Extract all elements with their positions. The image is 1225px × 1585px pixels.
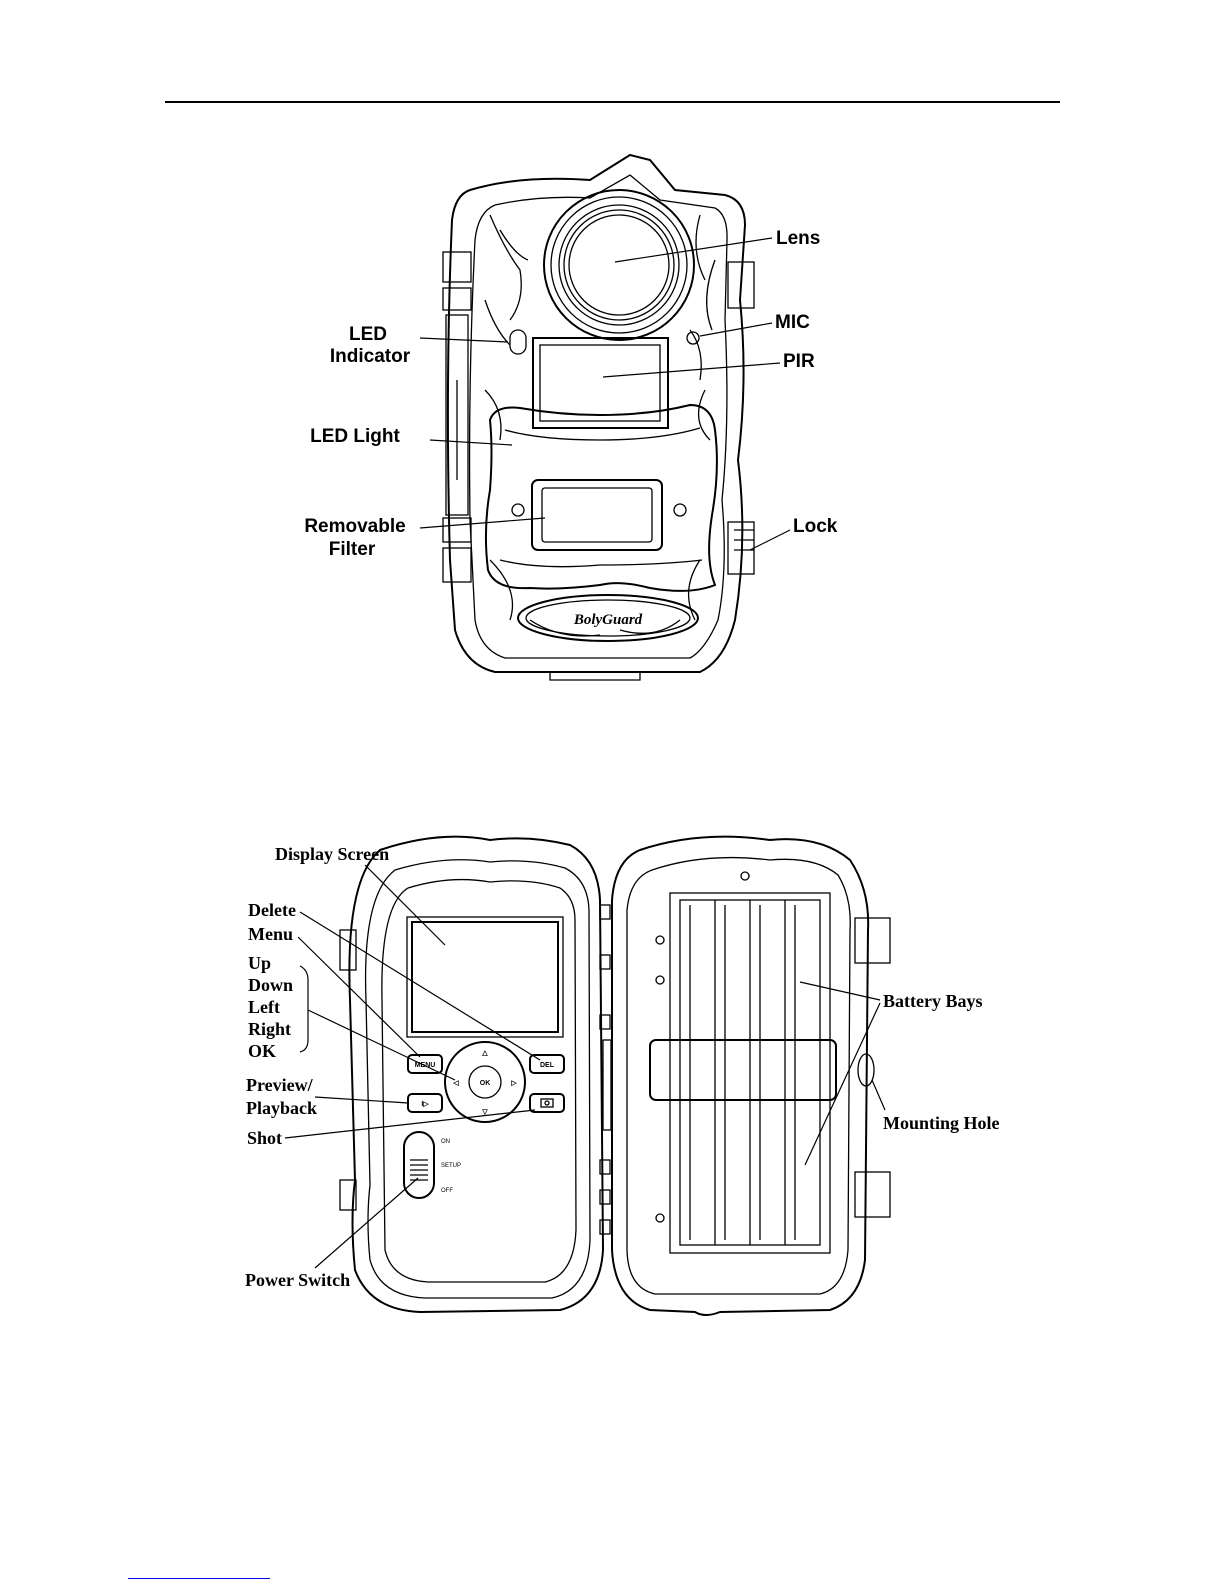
display-screen (407, 917, 563, 1037)
svg-text:DEL: DEL (540, 1062, 555, 1069)
label-left: Left (248, 997, 280, 1017)
body-clip-top (855, 918, 890, 963)
label-right: Right (248, 1019, 291, 1039)
label-mic: MIC (775, 312, 810, 333)
label-removable-filter-2: Filter (329, 539, 376, 560)
door-outline (349, 837, 603, 1312)
open-view: OK △ ▽ ◁ ▷ MENU DEL I▷ (245, 837, 1000, 1315)
label-led-indicator-2: Indicator (330, 346, 411, 367)
woodgrain-pattern (485, 215, 715, 636)
lens (544, 190, 694, 340)
removable-filter (512, 480, 686, 550)
footnote-link-underline[interactable] (128, 1578, 270, 1579)
label-preview-2: Playback (246, 1098, 317, 1118)
label-led-light: LED Light (310, 426, 400, 447)
door-inner-outline (366, 860, 590, 1298)
label-shot: Shot (247, 1128, 282, 1148)
label-power-switch: Power Switch (245, 1270, 350, 1290)
label-led-indicator-1: LED (349, 324, 387, 345)
label-menu: Menu (248, 924, 293, 944)
led-indicator (510, 330, 526, 354)
playback-button: I▷ (408, 1094, 442, 1112)
body-clip-bottom (855, 1172, 890, 1217)
label-up: Up (248, 953, 271, 973)
label-down: Down (248, 975, 293, 995)
svg-text:◁: ◁ (452, 1080, 459, 1087)
menu-button: MENU (408, 1055, 442, 1073)
label-removable-filter-1: Removable (304, 516, 405, 537)
direction-bracket (300, 966, 308, 1052)
del-button: DEL (530, 1055, 564, 1073)
label-ok: OK (248, 1041, 276, 1061)
switch-on-label: ON (441, 1139, 450, 1145)
door-tab-top (340, 930, 356, 970)
label-delete: Delete (248, 900, 296, 920)
battery-bays (650, 872, 836, 1253)
svg-text:▷: ▷ (510, 1080, 517, 1087)
label-pir: PIR (783, 351, 815, 372)
switch-setup-label: SETUP (441, 1163, 461, 1169)
power-switch: ON SETUP OFF (404, 1132, 461, 1198)
bottom-tab (550, 672, 640, 680)
label-battery-bays: Battery Bays (883, 991, 982, 1011)
svg-text:△: △ (481, 1050, 488, 1057)
brand-logo: BolyGuard (518, 595, 698, 641)
label-preview-1: Preview/ (246, 1075, 314, 1095)
svg-text:I▷: I▷ (421, 1101, 429, 1108)
body-inner-outline (627, 858, 850, 1294)
front-view: BolyGuard Lens MIC LED Indicator PIR LED… (304, 155, 837, 680)
ok-button-label: OK (480, 1080, 491, 1087)
svg-text:BolyGuard: BolyGuard (573, 612, 643, 628)
label-mounting-hole: Mounting Hole (883, 1113, 1000, 1133)
shot-button (530, 1094, 564, 1112)
control-pad: OK △ ▽ ◁ ▷ (445, 1042, 525, 1122)
label-lock: Lock (793, 516, 838, 537)
switch-off-label: OFF (441, 1188, 453, 1194)
label-lens: Lens (776, 228, 820, 249)
label-display-screen: Display Screen (275, 844, 389, 864)
